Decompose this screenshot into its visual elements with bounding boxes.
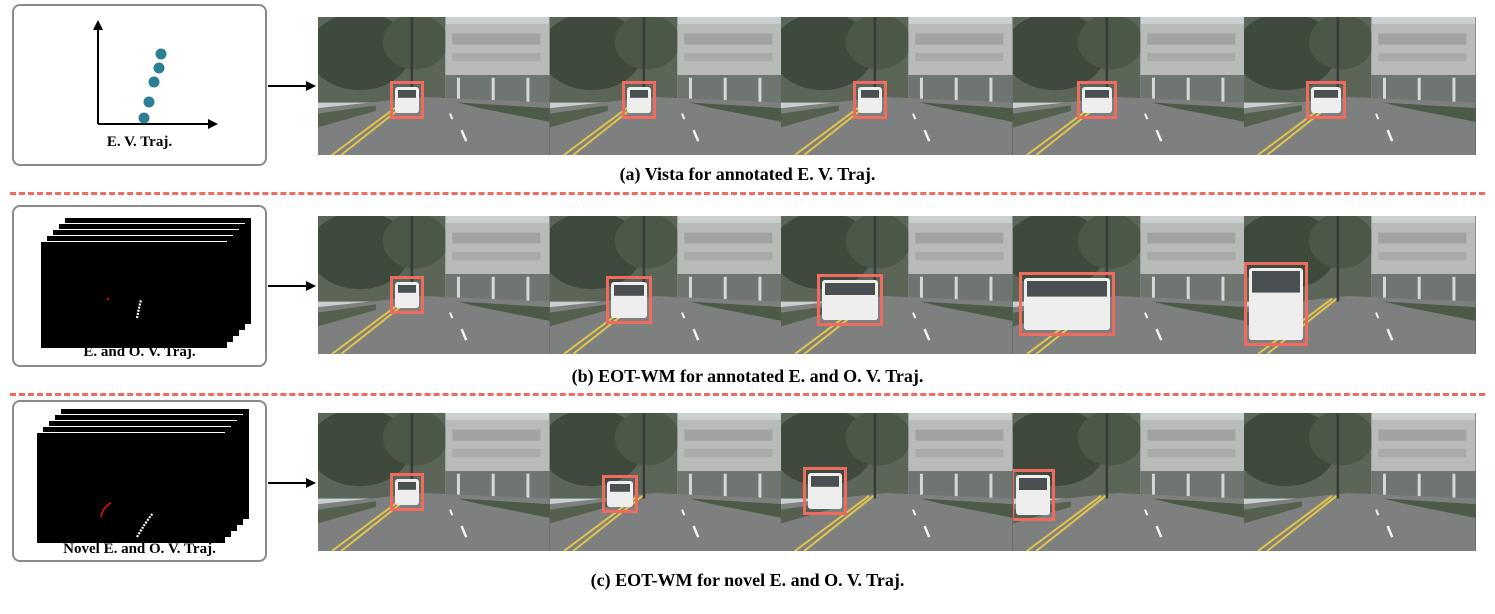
- vehicle-overlay: [621, 81, 656, 119]
- street-scene-image: [1012, 17, 1245, 155]
- bounding-box: [1244, 262, 1309, 346]
- divider-1: [10, 192, 1485, 195]
- bounding-box: [1076, 81, 1117, 119]
- van-window: [811, 476, 840, 487]
- bounding-box: [853, 81, 888, 119]
- row-a-frame-strip: [318, 17, 1476, 155]
- trajectory-points: [138, 48, 167, 124]
- ego-vehicle-trajectory-plot: [93, 20, 218, 129]
- other-vehicle-trajectory: [136, 512, 154, 538]
- row-b-caption: (b) EOT-WM for annotated E. and O. V. Tr…: [571, 366, 924, 386]
- trajectory-point: [138, 112, 150, 124]
- row-a-box-label: E. V. Traj.: [106, 134, 173, 150]
- video-frame: [1012, 17, 1245, 155]
- bounding-box: [1012, 469, 1055, 521]
- mask-trajectory-strokes: [100, 502, 154, 538]
- van-window: [1314, 90, 1339, 98]
- bounding-box: [803, 467, 848, 515]
- mask-trajectory-strokes: [106, 297, 143, 319]
- video-frame: [1244, 413, 1476, 551]
- row-c-frame-strip: [318, 413, 1476, 551]
- bounding-box: [1018, 272, 1115, 336]
- row-c-box-label: Novel E. and O. V. Traj.: [63, 541, 216, 557]
- bounding-box: [817, 274, 884, 326]
- ego-vehicle-trajectory: [106, 297, 110, 301]
- bounding-box: [390, 473, 424, 511]
- video-frame: [1012, 413, 1245, 551]
- row-c-input-box: Novel E. and O. V. Traj.: [12, 400, 267, 562]
- bounding-box: [1306, 81, 1347, 119]
- vehicle-overlay: [817, 274, 884, 326]
- vehicle-overlay: [803, 467, 848, 515]
- van-window: [613, 285, 644, 296]
- street-scene-image: [549, 216, 782, 354]
- row-c-caption: (c) EOT-WM for novel E. and O. V. Traj.: [590, 570, 905, 590]
- van-window: [1084, 90, 1109, 98]
- van-window: [398, 90, 416, 98]
- vehicle-overlay: [853, 81, 888, 119]
- bounding-box: [605, 276, 652, 324]
- row-a-arrow-icon: [268, 81, 316, 91]
- row-b-box-label: E. and O. V. Traj.: [83, 344, 196, 360]
- vehicle-overlay: [1076, 81, 1117, 119]
- video-frame: [781, 216, 1013, 354]
- mask-sheet: [36, 432, 225, 543]
- vehicle-overlay: [1018, 272, 1115, 336]
- vehicle-overlay: [390, 276, 424, 314]
- bounding-box: [601, 475, 638, 513]
- street-scene-image: [318, 17, 550, 155]
- vehicle-overlay: [1244, 262, 1309, 346]
- van-window: [398, 285, 416, 293]
- video-frame: [549, 17, 782, 155]
- van-window: [1252, 271, 1301, 293]
- ego-vehicle-trajectory: [100, 502, 112, 518]
- vehicle-overlay: [1012, 469, 1055, 521]
- video-frame: [318, 216, 550, 354]
- vehicle-overlay: [605, 276, 652, 324]
- trajectory-point: [155, 48, 167, 60]
- vehicle-overlay: [601, 475, 638, 513]
- row-c-arrow-icon: [268, 478, 316, 488]
- van-window: [861, 90, 880, 98]
- street-scene-image: [781, 17, 1013, 155]
- vehicle-overlay: [1306, 81, 1347, 119]
- trajectory-mask-stack: [40, 217, 251, 348]
- row-a-input-box: E. V. Traj.: [12, 4, 267, 166]
- row-b-frame-strip: [318, 216, 1476, 354]
- video-frame: [1244, 17, 1476, 155]
- street-scene-image: [318, 413, 550, 551]
- van-window: [609, 484, 630, 492]
- video-frame: [549, 216, 782, 354]
- video-frame: [318, 17, 550, 155]
- video-frame: [781, 413, 1013, 551]
- vehicle-overlay: [390, 81, 424, 119]
- divider-2: [10, 393, 1485, 396]
- van-window: [398, 482, 416, 490]
- van-window: [825, 283, 876, 295]
- trajectory-mask-stack: [36, 408, 249, 543]
- row-b-input-box: E. and O. V. Traj.: [12, 205, 267, 367]
- video-frame: [549, 413, 782, 551]
- mask-sheet: [40, 241, 227, 348]
- van-window: [1018, 478, 1047, 490]
- row-a-caption: (a) Vista for annotated E. V. Traj.: [619, 164, 876, 184]
- street-scene-image: [1244, 413, 1476, 551]
- video-frame: [1012, 216, 1245, 354]
- bounding-box: [390, 276, 424, 314]
- video-frame: [781, 17, 1013, 155]
- row-b-arrow-icon: [268, 281, 316, 291]
- trajectory-point: [153, 62, 165, 74]
- bounding-box: [390, 81, 424, 119]
- video-frame: [1244, 216, 1476, 354]
- trajectory-point: [148, 76, 160, 88]
- trajectory-point: [143, 96, 155, 108]
- van-window: [629, 90, 648, 98]
- video-frame: [318, 413, 550, 551]
- van-window: [1026, 281, 1107, 297]
- vehicle-overlay: [390, 473, 424, 511]
- street-scene-image: [549, 17, 782, 155]
- other-vehicle-trajectory: [135, 299, 143, 319]
- bounding-box: [621, 81, 656, 119]
- street-scene-image: [318, 216, 550, 354]
